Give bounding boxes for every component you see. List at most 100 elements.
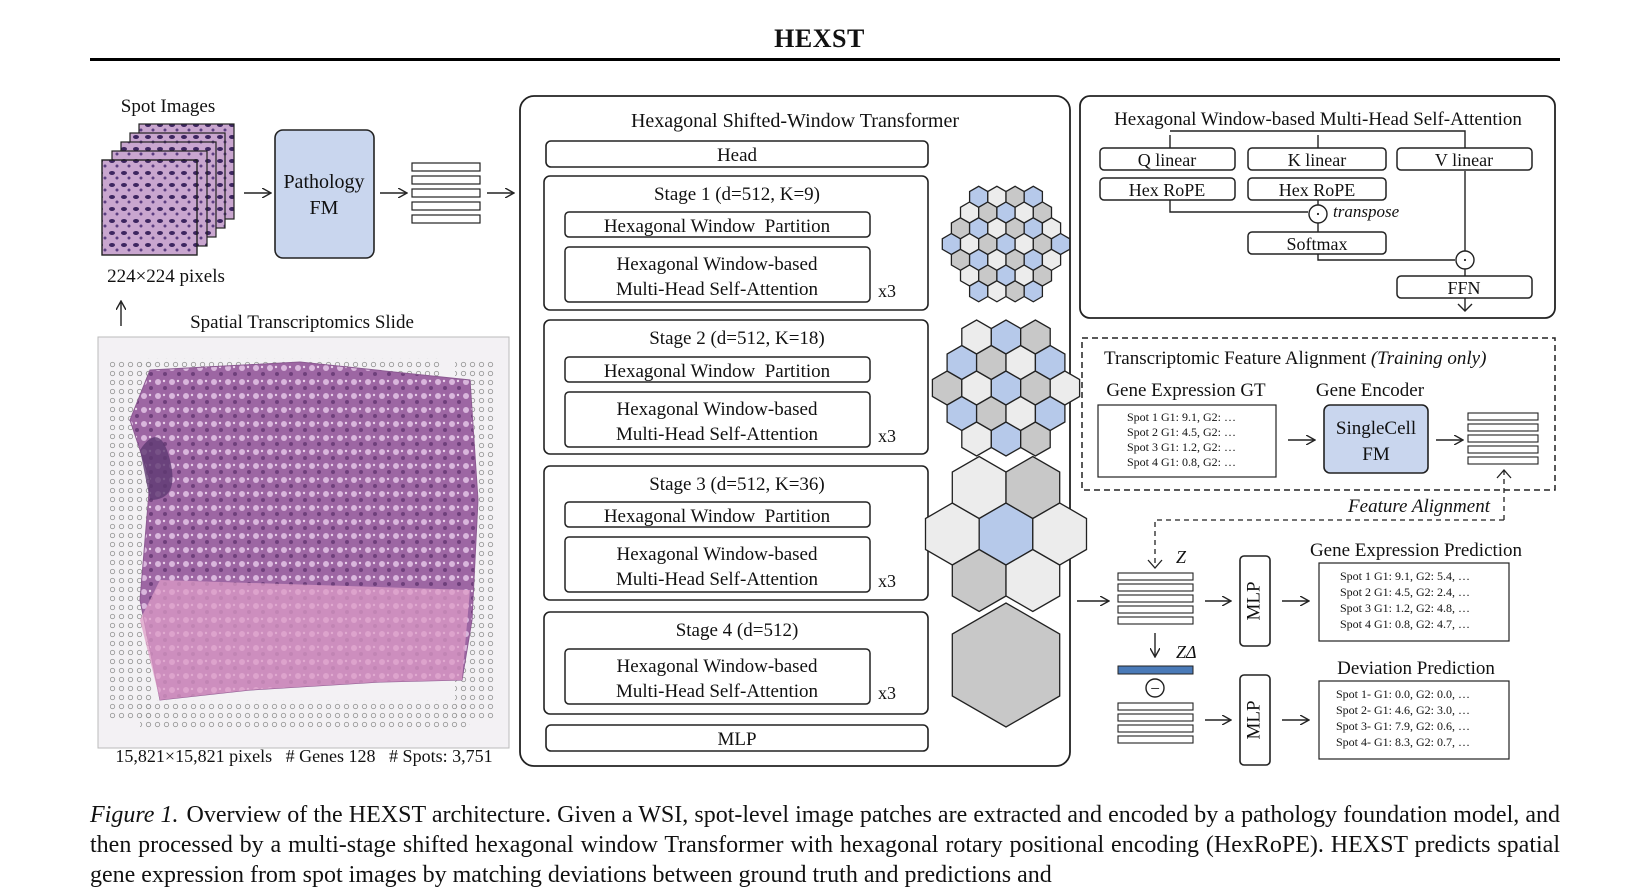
alignment-title: Transcriptomic Feature Alignment (Traini… [1104,348,1486,369]
gt-row-3: Spot 3 G1: 1.2, G2: … [1127,440,1236,454]
dev-pred-row-2: Spot 2- G1: 4.6, G2: 3.0, … [1336,703,1470,717]
feature-tokens-stack [411,162,481,224]
gene-pred-row-2: Spot 2 G1: 4.5, G2: 2.4, … [1340,585,1470,599]
v-linear-box [1396,147,1533,171]
stage-3-attn-line1: Hexagonal Window-based [617,544,818,565]
stage-4-repeat: x3 [878,683,896,703]
pathology-fm-box [274,129,375,259]
q-linear-box [1099,147,1236,171]
stage-2-attn-line2: Multi-Head Self-Attention [616,424,819,445]
dev-mlp-box [1239,674,1271,766]
attention-wiring [1169,130,1466,310]
head-label: Head [717,145,758,166]
stage-1-partition-label: Hexagonal Window Partition [604,216,831,237]
stage-4-attention-box [564,648,871,705]
stage-1-partition-box [564,211,871,238]
alignment-arrow-down [1154,519,1504,568]
stage-4-title: Stage 4 (d=512) [676,620,799,641]
stage-2-partition-box [564,356,871,383]
attention-title: Hexagonal Window-based Multi-Head Self-A… [1114,109,1522,130]
gt-label: Gene Expression GT [1106,380,1266,401]
gene-pred-table [1318,562,1510,642]
subtract-symbol: − [1150,679,1160,698]
stage-3-partition-box [564,501,871,528]
delta-embedding-stack [1117,702,1194,744]
stage-3-repeat: x3 [878,571,896,591]
dev-pred-row-3: Spot 3- G1: 7.9, G2: 0.6, … [1336,719,1470,733]
stage-2-repeat: x3 [878,426,896,446]
singlecell-line2: FM [1362,444,1390,465]
q-hex-rope-label: Hex RoPE [1129,180,1206,200]
alignment-arrowhead-up [1496,469,1512,479]
ffn-box [1396,275,1533,299]
stage-1-attention-box [564,246,871,303]
softmax-label: Softmax [1287,234,1348,254]
dev-pred-row-4: Spot 4- G1: 8.3, G2: 0.7, … [1336,735,1470,749]
stage-3-attention-box [564,536,871,593]
header-rule [90,58,1560,61]
dev-mlp-label: MLP [1243,700,1264,739]
stage-3-hex-grid [924,455,1088,613]
stage-3-partition-label: Hexagonal Window Partition [604,506,831,527]
dev-pred-table [1318,680,1510,760]
mlp-label: MLP [717,729,756,750]
stage-2-attn-line1: Hexagonal Window-based [617,399,818,420]
stage-4-hex-grid [951,602,1061,728]
z-delta-label: ZΔ [1176,642,1197,662]
spot-image-stack [101,123,235,256]
q-hex-rope-box [1099,177,1236,201]
caption-label: Figure 1. [90,802,179,828]
page-header-title: HEXST [774,24,865,53]
stage-1-block: Stage 1 (d=512, K=9) Hexagonal Window Pa… [543,175,929,311]
k-linear-label: K linear [1288,150,1346,170]
gene-pred-row-4: Spot 4 G1: 0.8, G2: 4.7, … [1340,617,1470,631]
caption-text: Overview of the HEXST architecture. Give… [90,802,1560,888]
alignment-arrowhead-down [1147,559,1163,569]
v-linear-label: V linear [1435,150,1493,170]
ffn-out-arrow [1457,303,1473,312]
stage-1-attn-line2: Multi-Head Self-Attention [616,279,819,300]
gt-row-1: Spot 1 G1: 9.1, G2: … [1127,410,1236,424]
gt-row-4: Spot 4 G1: 0.8, G2: … [1127,455,1236,469]
gene-pred-row-1: Spot 1 G1: 9.1, G2: 5.4, … [1340,569,1470,583]
spot-images-label: Spot Images [121,96,215,117]
softmax-box [1247,231,1387,255]
q-linear-label: Q linear [1138,150,1196,170]
singlecell-fm-box [1323,404,1429,474]
gene-mlp-label: MLP [1243,581,1264,620]
hex-cell [1032,502,1088,566]
stage-3-block: Stage 3 (d=512, K=36) Hexagonal Window P… [543,465,929,601]
pixels-label: 224×224 pixels [107,266,225,287]
stage-2-block: Stage 2 (d=512, K=18) Hexagonal Window P… [543,319,929,455]
stage-4-attn-line2: Multi-Head Self-Attention [616,681,819,702]
stage-3-attn-line2: Multi-Head Self-Attention [616,569,819,590]
ffn-label: FFN [1447,278,1480,298]
stage-2-attention-box [564,391,871,448]
k-hex-rope-label: Hex RoPE [1279,180,1356,200]
k-linear-box [1247,147,1387,171]
spatial-transcriptomics-slide [97,336,510,749]
hex-cell [951,602,1061,728]
stage-4-block: Stage 4 (d=512) Hexagonal Window-based M… [543,611,929,715]
dev-pred-title: Deviation Prediction [1337,658,1495,679]
transformer-title: Hexagonal Shifted-Window Transformer [631,110,959,132]
stage-4-attn-line1: Hexagonal Window-based [617,656,818,677]
mlp-box [545,724,929,752]
slide-stats: 15,821×15,821 pixels # Genes 128 # Spots… [115,746,492,766]
stage-1-repeat: x3 [878,281,896,301]
figure-caption: Figure 1.Overview of the HEXST architect… [90,800,1560,890]
z-label: Z [1176,547,1187,567]
feature-alignment-label: Feature Alignment [1347,496,1491,517]
hex-cell [1049,370,1081,406]
stage-1-title: Stage 1 (d=512, K=9) [654,184,820,205]
matmul-qk-icon [1308,204,1328,224]
matmul-v-symbol: · [1462,250,1468,270]
singlecell-line1: SingleCell [1336,418,1416,439]
stage-1-hex-grid [941,185,1071,303]
encoder-label: Gene Encoder [1316,380,1425,401]
gene-embedding-stack [1467,412,1539,465]
gene-pred-title: Gene Expression Prediction [1310,540,1523,561]
z-delta-bar [1117,665,1194,675]
gt-table-box [1097,404,1277,478]
stage-1-attn-line1: Hexagonal Window-based [617,254,818,275]
